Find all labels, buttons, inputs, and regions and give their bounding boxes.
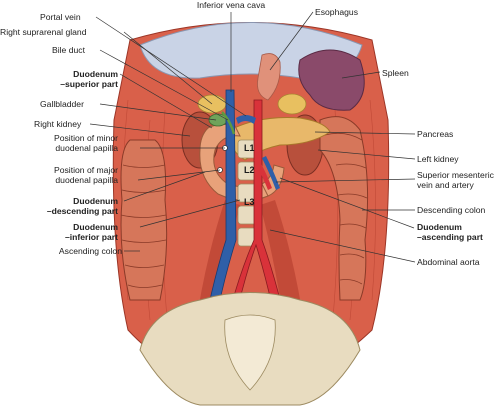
label-bile-duct: Bile duct	[52, 45, 85, 55]
ascending-colon	[120, 139, 168, 301]
label-spleen: Spleen	[382, 68, 409, 78]
left-suprarenal-gland	[277, 93, 307, 115]
descending-colon-haustra	[324, 132, 368, 285]
label-duodenum-ascending-line2: –ascending part	[417, 232, 483, 242]
label-descending-colon: Descending colon	[417, 205, 486, 215]
label-abdominal-aorta: Abdominal aorta	[417, 257, 480, 267]
label-right-suprarenal-gland: Right suprarenal gland	[0, 27, 87, 37]
portal-vein	[236, 115, 256, 124]
right-psoas-muscle	[260, 200, 305, 330]
label-duodenum-ascending-line1: Duodenum	[417, 222, 462, 232]
label-duodenum-inferior: Duodenum –inferior part	[0, 222, 118, 242]
label-superior-mesenteric-line1: Superior mesenteric	[417, 170, 494, 180]
label-right-kidney: Right kidney	[34, 119, 82, 129]
label-duodenum-ascending: Duodenum –ascending part	[417, 222, 483, 242]
esophagus	[257, 53, 281, 101]
label-left-kidney: Left kidney	[417, 154, 459, 164]
descending-colon	[319, 116, 369, 301]
label-pancreas: Pancreas	[417, 129, 454, 139]
label-esophagus: Esophagus	[315, 7, 359, 17]
label-duodenum-superior-line1: Duodenum	[73, 69, 118, 79]
label-duodenum-inferior-line2: –inferior part	[64, 232, 118, 242]
label-major-papilla: Position of major duodenal papilla	[0, 165, 118, 185]
spleen	[298, 49, 365, 111]
label-duodenum-descending: Duodenum –descending part	[0, 196, 118, 216]
leader-lines	[89, 11, 416, 263]
label-superior-mesenteric-line2: vein and artery	[417, 180, 474, 190]
label-duodenum-descending-line2: –descending part	[46, 206, 118, 216]
label-duodenum-descending-line1: Duodenum	[73, 196, 118, 206]
label-portal-vein: Portal vein	[40, 12, 81, 22]
label-minor-papilla: Position of minor duodenal papilla	[0, 133, 118, 153]
label-major-papilla-line2: duodenal papilla	[55, 175, 118, 185]
label-duodenum-inferior-line1: Duodenum	[73, 222, 118, 232]
label-gallbladder: Gallbladder	[40, 99, 84, 109]
label-duodenum-superior-line2: –superior part	[60, 79, 118, 89]
label-major-papilla-line1: Position of major	[53, 165, 118, 175]
sacrum	[224, 314, 276, 391]
vertebra-label-l2: L2	[244, 165, 255, 175]
superior-mesenteric-vessels	[254, 158, 272, 190]
label-minor-papilla-line1: Position of minor	[53, 133, 118, 143]
bile-duct	[221, 111, 236, 135]
label-superior-mesenteric: Superior mesenteric vein and artery	[417, 170, 494, 190]
vertebra-label-l1: L1	[244, 143, 255, 153]
vertebra-label-l3: L3	[244, 197, 255, 207]
label-ascending-colon: Ascending colon	[58, 246, 122, 256]
superior-mesenteric-vein	[262, 156, 280, 190]
label-inferior-vena-cava: Inferior vena cava	[196, 0, 266, 10]
label-duodenum-superior: Duodenum –superior part	[0, 69, 118, 89]
label-minor-papilla-line2: duodenal papilla	[55, 143, 118, 153]
ascending-colon-haustra	[120, 164, 167, 288]
